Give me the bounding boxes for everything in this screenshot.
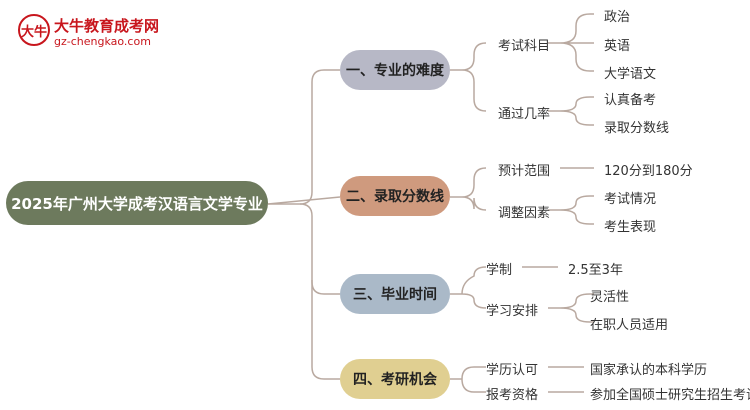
node-exam-subjects: 考试科目 [498,39,551,54]
branch-postgraduate: 四、考研机会 [340,359,450,399]
leaf-postgrad-exam: 参加全国硕士研究生招生考试 [590,388,750,403]
leaf-working-people: 在职人员适用 [590,318,669,333]
connector-b2-c2 [548,195,594,225]
connector-root-b1 [268,69,340,205]
node-eligibility: 报考资格 [486,388,539,403]
leaf-score-range: 120分到180分 [604,164,693,179]
node-adjust-factors: 调整因素 [498,206,551,221]
leaf-candidate-performance: 考生表现 [604,220,657,235]
node-degree-recognition: 学历认可 [486,363,539,378]
logo-mark: 大牛 [18,14,50,46]
leaf-flexibility: 灵活性 [590,290,630,305]
node-pass-rate: 通过几率 [498,107,551,122]
connector-b1-c1 [548,13,594,72]
connector-b1 [450,42,487,112]
connector-b3 [450,266,487,309]
root-node: 2025年广州大学成考汉语言文学专业 [6,181,268,225]
connector-b2 [450,167,487,211]
node-expected-range: 预计范围 [498,164,551,179]
leaf-duration: 2.5至3年 [568,263,623,278]
node-program-length: 学制 [486,263,513,278]
branch-graduation-time: 三、毕业时间 [340,274,450,314]
connector-root-b2 [267,196,341,205]
leaf-cutoff-score: 录取分数线 [604,121,670,136]
leaf-politics: 政治 [604,10,631,25]
leaf-english: 英语 [604,39,631,54]
branch-difficulty: 一、专业的难度 [340,50,450,90]
brand-name: 大牛教育成考网 [54,17,160,35]
brand-url: gz-chengkao.com [54,35,151,48]
brand-logo[interactable]: 大牛 大牛教育成考网 gz-chengkao.com [16,12,166,56]
leaf-prepare: 认真备考 [604,93,657,108]
connector-b1-c2 [548,96,594,126]
connector-root-b3 [299,203,340,295]
leaf-college-chinese: 大学语文 [604,67,657,82]
leaf-national-bachelor: 国家承认的本科学历 [590,363,708,378]
logo-mark-text: 大牛 [20,25,47,40]
leaf-exam-situation: 考试情况 [604,192,657,207]
branch-admission-score: 二、录取分数线 [340,176,450,216]
connector-b3-c2 [548,293,594,323]
connector-b4 [450,366,486,393]
node-study-arrangement: 学习安排 [486,304,539,319]
connector-root-b4 [311,280,340,380]
